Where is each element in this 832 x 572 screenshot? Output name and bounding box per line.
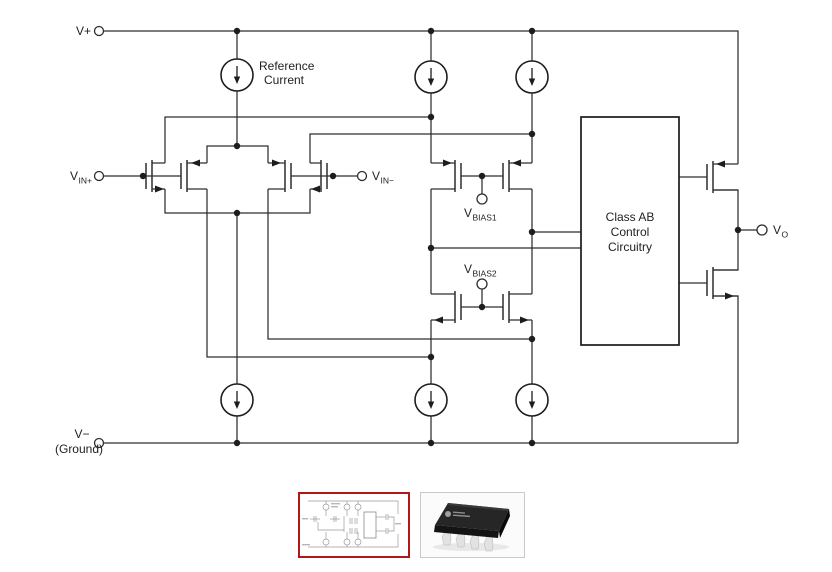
block-diagram-thumbnail[interactable] — [298, 492, 410, 558]
vplus-rail — [104, 30, 739, 164]
class-ab-label-line3: Circuitry — [608, 240, 652, 254]
reference-current-label-line2: Current — [264, 73, 305, 87]
vbias1-terminal — [476, 193, 488, 205]
vbias2-label-sub: BIAS2 — [473, 269, 497, 279]
vbias1-label: V — [464, 206, 472, 220]
vbias1-label-sub: BIAS1 — [473, 213, 497, 223]
vplus-terminal — [93, 25, 105, 37]
chip-body — [434, 503, 510, 538]
vo-terminal — [756, 224, 768, 236]
terminals — [93, 25, 768, 449]
package-photo-image — [421, 493, 524, 557]
vminus-label: V− — [74, 427, 89, 441]
mosfet-arrows — [155, 159, 734, 324]
current-sources — [220, 58, 549, 417]
op-amp-block-diagram: Class AB Control Circuitry V+ Reference … — [55, 24, 789, 456]
vminus-terminal — [93, 437, 105, 449]
mosfet-output-bottom — [706, 267, 738, 299]
package-photo-thumbnail[interactable] — [420, 492, 525, 558]
class-ab-label-line1: Class AB — [606, 210, 655, 224]
mosfet-cascode-bottom-right — [502, 291, 532, 323]
block-diagram-thumbnail-image — [302, 500, 401, 548]
vin-minus-label: V — [372, 169, 380, 183]
reference-current-label-line1: Reference — [259, 59, 315, 73]
current-source-arrows — [233, 66, 536, 409]
vminus-ground-label: (Ground) — [55, 442, 103, 456]
vbias2-terminal — [476, 278, 488, 290]
vin-minus-terminal — [356, 170, 368, 182]
vo-label: V — [773, 223, 781, 237]
vbias2-label: V — [464, 262, 472, 276]
mosfet-cascode-bottom-left — [431, 291, 462, 323]
mosfet-input-minus-inner — [268, 160, 292, 192]
vo-label-sub: O — [782, 230, 789, 240]
vin-plus-terminal — [93, 170, 105, 182]
vin-minus-label-sub: IN− — [381, 176, 395, 186]
class-ab-block: Class AB Control Circuitry — [580, 116, 680, 346]
vin-plus-label-sub: IN+ — [79, 176, 93, 186]
mosfet-input-plus-inner — [180, 160, 207, 192]
class-ab-label-line2: Control — [611, 225, 650, 239]
junction-dots — [139, 27, 742, 447]
ti-logo — [445, 511, 470, 518]
chip-leads — [441, 528, 494, 552]
vin-plus-label: V — [70, 169, 78, 183]
labels: V+ Reference Current V IN+ V IN− V BIAS1… — [55, 24, 789, 456]
vplus-label: V+ — [76, 24, 91, 38]
